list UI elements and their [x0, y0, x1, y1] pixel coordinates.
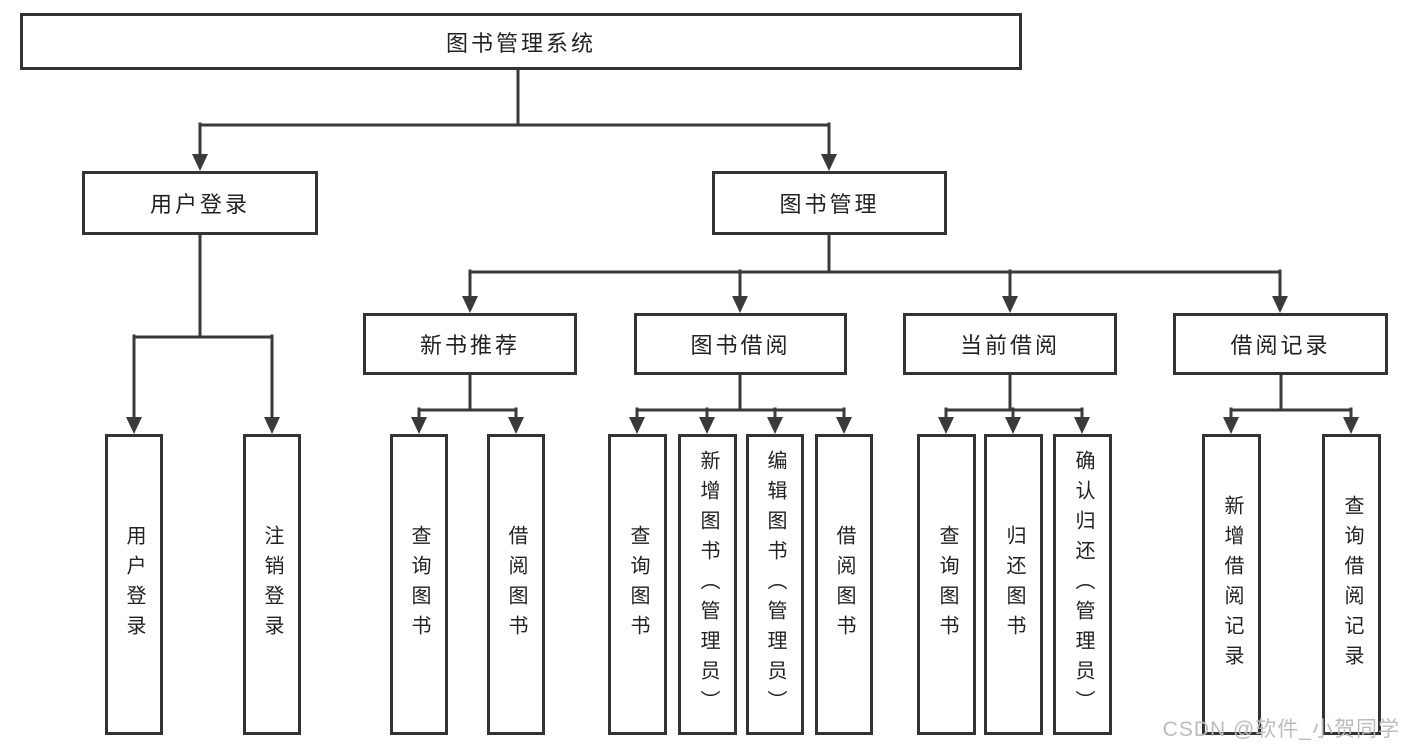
arrow-down-icon: [699, 417, 715, 434]
arrow-down-icon: [192, 154, 208, 171]
leaf-borrow-books-2: 借阅图书: [815, 434, 873, 735]
node-borrow-records: 借阅记录: [1173, 313, 1388, 375]
leaf-query-books-2: 查询图书: [608, 434, 667, 735]
watermark: CSDN @软件_小贺同学: [1162, 718, 1400, 741]
connector-current-borrow-to-leaves: [938, 373, 1090, 434]
leaf-borrow-books-1: 借阅图书: [487, 434, 545, 735]
connector-new-book-recommend-to-leaves: [411, 373, 524, 434]
leaf-add-borrow-record: 新增借阅记录: [1202, 434, 1261, 735]
arrow-down-icon: [732, 296, 748, 313]
leaf-add-book-admin: 新增图书（管理员）: [678, 434, 737, 735]
leaf-logout: 注销登录: [243, 434, 301, 735]
arrow-down-icon: [1223, 417, 1239, 434]
arrow-down-icon: [126, 417, 142, 434]
arrow-down-icon: [1343, 417, 1359, 434]
connector-borrow-records-to-leaves: [1223, 373, 1359, 434]
connector-user-login-to-leaves: [126, 233, 280, 434]
arrow-down-icon: [462, 296, 478, 313]
arrow-down-icon: [1272, 296, 1288, 313]
arrow-down-icon: [938, 417, 954, 434]
leaf-query-borrow-record: 查询借阅记录: [1322, 434, 1381, 735]
arrow-down-icon: [767, 417, 783, 434]
arrow-down-icon: [411, 417, 427, 434]
arrow-down-icon: [508, 417, 524, 434]
arrow-down-icon: [1002, 296, 1018, 313]
leaf-query-books-1: 查询图书: [390, 434, 448, 735]
node-new-book-recommend: 新书推荐: [363, 313, 577, 375]
leaf-return-book: 归还图书: [984, 434, 1043, 735]
node-user-login: 用户登录: [82, 171, 318, 235]
leaf-query-books-3: 查询图书: [917, 434, 976, 735]
connector-book-management-to-level3: [462, 233, 1288, 313]
arrow-down-icon: [629, 417, 645, 434]
leaf-confirm-return-admin: 确认归还（管理员）: [1053, 434, 1112, 735]
arrow-down-icon: [1074, 417, 1090, 434]
leaf-edit-book-admin: 编辑图书（管理员）: [746, 434, 804, 735]
node-book-management: 图书管理: [712, 171, 947, 235]
node-current-borrow: 当前借阅: [903, 313, 1117, 375]
node-root: 图书管理系统: [20, 13, 1022, 70]
arrow-down-icon: [1005, 417, 1021, 434]
connector-book-borrow-to-leaves: [629, 373, 852, 434]
arrow-down-icon: [821, 154, 837, 171]
leaf-user-login: 用户登录: [105, 434, 163, 735]
arrow-down-icon: [836, 417, 852, 434]
arrow-down-icon: [264, 417, 280, 434]
node-book-borrow: 图书借阅: [634, 313, 847, 375]
connector-root-to-level2: [192, 68, 837, 171]
